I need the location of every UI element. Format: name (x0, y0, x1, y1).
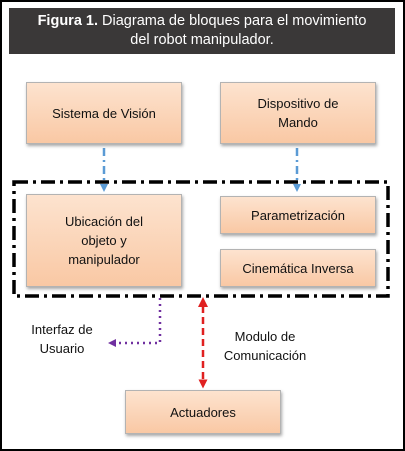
caption-line1: Diagrama de bloques para el movimiento (102, 13, 367, 29)
caption-label: Figura 1. (37, 13, 99, 29)
parametrization-label: Parametrización (251, 207, 345, 223)
actuators-label: Actuadores (170, 404, 236, 420)
object-location-line2: objeto y (81, 233, 127, 248)
figure-caption: Figura 1. Diagrama de bloques para el mo… (9, 8, 395, 54)
user-interface-label: Interfaz de Usuario (31, 322, 93, 356)
caption-line2: del robot manipulador. (130, 32, 274, 48)
ubicacion-to-interfaz-arrow (108, 298, 162, 347)
actuators-block: Actuadores (125, 390, 281, 434)
communication-arrow-top-head (198, 297, 208, 307)
control-device-block: Dispositivo de Mando (220, 82, 376, 144)
object-location-line3: manipulador (68, 252, 140, 267)
inverse-kinematics-label: Cinemática Inversa (242, 260, 354, 276)
parametrization-block: Parametrización (220, 196, 376, 234)
control-device-line1: Dispositivo de (257, 96, 339, 111)
vision-system-block: Sistema de Visión (26, 82, 182, 144)
control-device-line2: Mando (278, 115, 318, 130)
inverse-kinematics-block: Cinemática Inversa (220, 249, 376, 287)
processing-group-border (12, 180, 390, 298)
vision-system-label: Sistema de Visión (52, 105, 156, 121)
communication-module-label: Modulo de Comunicación (223, 329, 307, 363)
object-location-line1: Ubicación del (64, 214, 144, 229)
object-location-block: Ubicación del objeto y manipulador (26, 194, 182, 287)
